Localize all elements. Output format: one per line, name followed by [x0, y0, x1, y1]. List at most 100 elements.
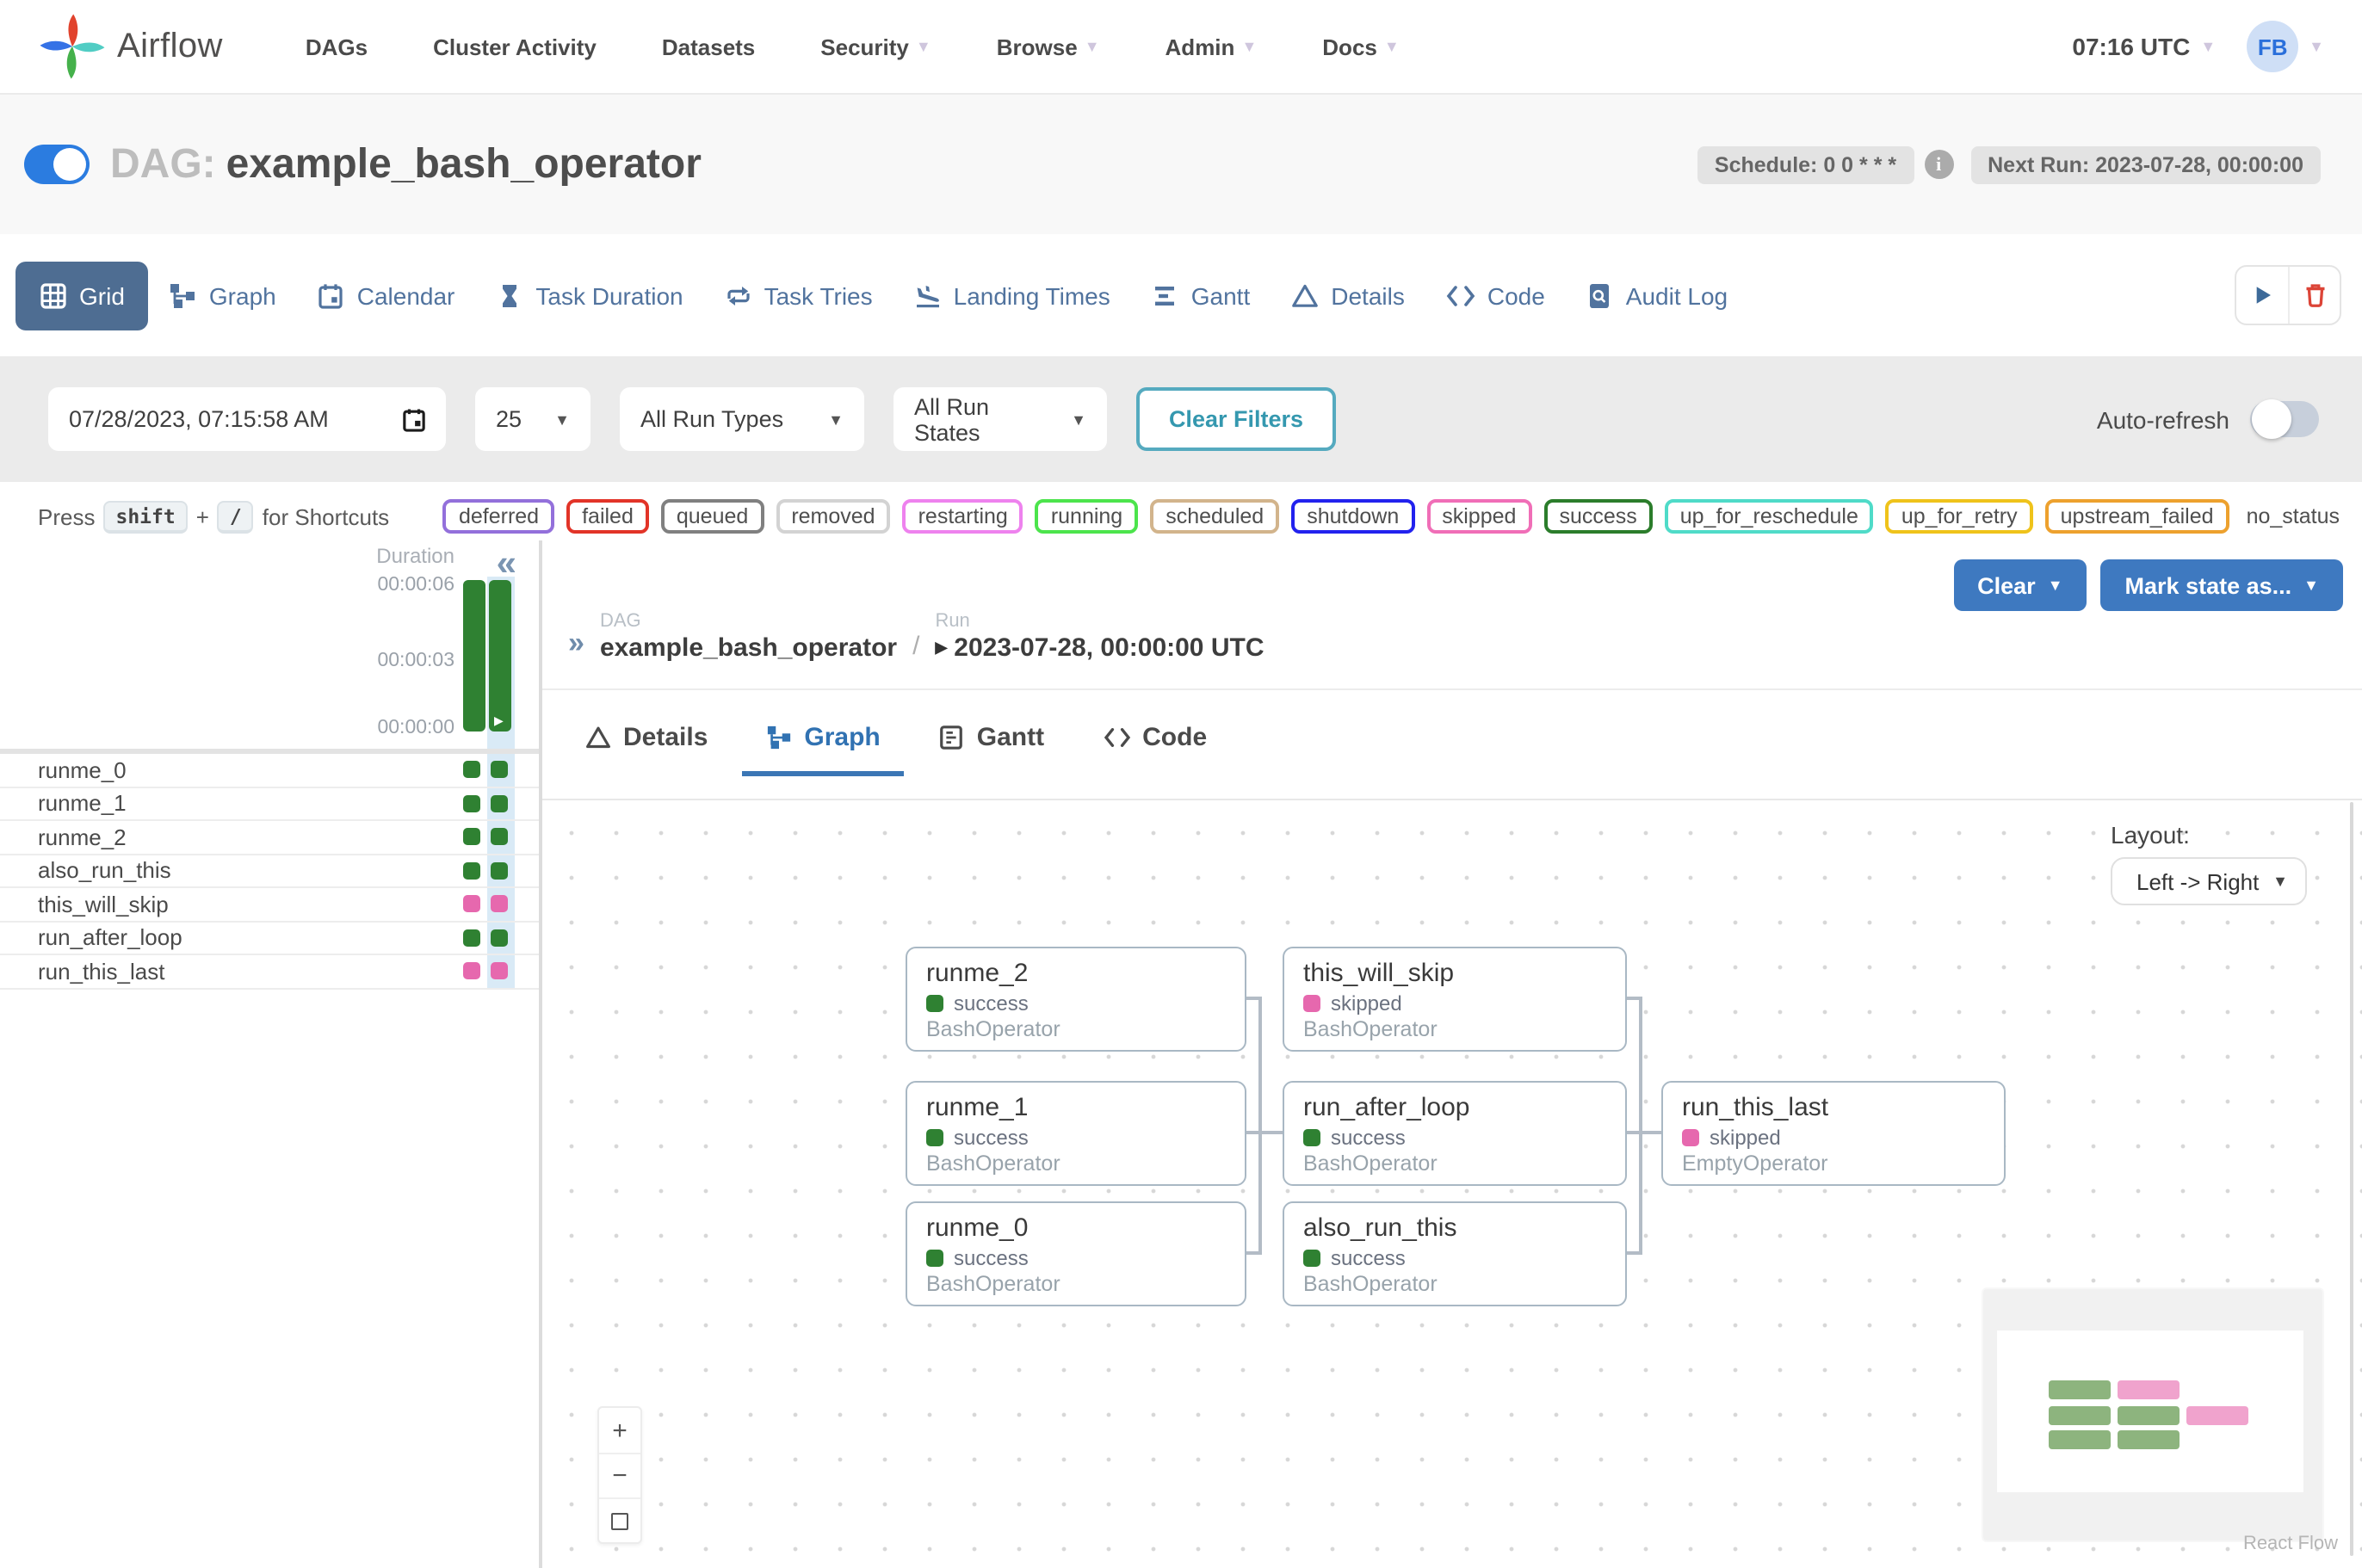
task-row-also_run_this[interactable]: also_run_this: [0, 855, 539, 888]
layout-select[interactable]: Left -> Right▼: [2111, 857, 2307, 905]
task-row-runme_0[interactable]: runme_0: [0, 754, 539, 787]
nav-item-browse[interactable]: Browse▼: [996, 34, 1100, 59]
react-flow-attribution[interactable]: React Flow: [2242, 1534, 2338, 1554]
task-instance-square[interactable]: [491, 761, 508, 778]
task-row-this_will_skip[interactable]: this_will_skip: [0, 888, 539, 922]
tab-task-tries[interactable]: Task Tries: [704, 264, 893, 326]
state-badge-scheduled[interactable]: scheduled: [1150, 499, 1280, 534]
clear-filters-button[interactable]: Clear Filters: [1136, 387, 1336, 451]
zoom-in-button[interactable]: +: [612, 1416, 628, 1445]
tab-gantt[interactable]: Gantt: [1131, 264, 1271, 326]
task-instance-square[interactable]: [491, 861, 508, 879]
nav-item-docs[interactable]: Docs▼: [1322, 34, 1400, 59]
task-instance-square[interactable]: [463, 761, 480, 778]
schedule-badge[interactable]: Schedule: 0 0 * * *: [1697, 145, 1914, 183]
nav-item-datasets[interactable]: Datasets: [661, 34, 756, 59]
breadcrumb-dag[interactable]: DAG example_bash_operator: [599, 611, 898, 663]
dag-name: example_bash_operator: [226, 140, 702, 187]
base-date-input[interactable]: 07/28/2023, 07:15:58 AM: [48, 387, 446, 451]
page-title: DAG:example_bash_operator: [110, 140, 702, 188]
state-badge-failed[interactable]: failed: [566, 499, 649, 534]
tab-calendar[interactable]: Calendar: [297, 264, 476, 326]
clear-run-button[interactable]: Clear▼: [1953, 559, 2087, 611]
task-instance-square[interactable]: [463, 929, 480, 946]
task-instance-square[interactable]: [463, 895, 480, 912]
auto-refresh-toggle[interactable]: [2250, 399, 2319, 439]
task-row-runme_2[interactable]: runme_2: [0, 821, 539, 855]
graph-node-run_after_loop[interactable]: run_after_loop success BashOperator: [1283, 1081, 1627, 1186]
graph-node-runme_1[interactable]: runme_1 success BashOperator: [906, 1081, 1246, 1186]
tab-task-duration[interactable]: Task Duration: [475, 264, 703, 326]
task-instance-square[interactable]: [491, 828, 508, 845]
state-badge-success[interactable]: success: [1543, 499, 1653, 534]
graph-node-this_will_skip[interactable]: this_will_skip skipped BashOperator: [1283, 947, 1627, 1052]
task-row-run_after_loop[interactable]: run_after_loop: [0, 922, 539, 955]
detail-tab-graph[interactable]: Graph: [742, 723, 906, 776]
fit-view-button[interactable]: [599, 1497, 640, 1542]
state-badge-running[interactable]: running: [1035, 499, 1139, 534]
state-badge-deferred[interactable]: deferred: [442, 499, 555, 534]
state-badge-upstream-failed[interactable]: upstream_failed: [2044, 499, 2229, 534]
task-row-runme_1[interactable]: runme_1: [0, 787, 539, 821]
run-detail-panel: » DAG example_bash_operator / Run ▶2023-…: [542, 540, 2362, 1568]
task-instance-square[interactable]: [463, 828, 480, 845]
tab-grid[interactable]: Grid: [15, 261, 149, 330]
run-duration-bar-selected[interactable]: ▶: [489, 580, 511, 732]
info-icon[interactable]: i: [1924, 150, 1954, 179]
graph-minimap[interactable]: [1983, 1289, 2322, 1540]
graph-node-run_this_last[interactable]: run_this_last skipped EmptyOperator: [1661, 1081, 2006, 1186]
run-types-select[interactable]: All Run Types▼: [620, 387, 864, 451]
run-duration-bar[interactable]: [463, 580, 485, 732]
state-badge-shutdown[interactable]: shutdown: [1291, 499, 1415, 534]
graph-node-also_run_this[interactable]: also_run_this success BashOperator: [1283, 1201, 1627, 1306]
collapse-panel-icon[interactable]: «: [496, 544, 516, 583]
tab-audit-log[interactable]: Audit Log: [1566, 264, 1748, 326]
page-size-select[interactable]: 25▼: [475, 387, 590, 451]
minimap-node: [2049, 1380, 2111, 1399]
zoom-out-button[interactable]: −: [599, 1453, 640, 1497]
dag-pause-toggle[interactable]: [24, 145, 90, 184]
delete-dag-button[interactable]: [2288, 267, 2340, 324]
clock-dropdown[interactable]: 07:16 UTC▼: [2072, 33, 2217, 60]
detail-tab-gantt[interactable]: Gantt: [939, 723, 1044, 776]
state-badge-up-for-reschedule[interactable]: up_for_reschedule: [1664, 499, 1874, 534]
state-badge-queued[interactable]: queued: [660, 499, 764, 534]
trigger-dag-button[interactable]: [2236, 267, 2288, 324]
graph-canvas[interactable]: runme_2 success BashOperator this_will_s…: [542, 799, 2362, 1559]
task-row-run_this_last[interactable]: run_this_last: [0, 955, 539, 989]
duration-tick: 00:00:06: [377, 575, 454, 596]
state-badge-up-for-retry[interactable]: up_for_retry: [1885, 499, 2033, 534]
tab-details[interactable]: Details: [1271, 264, 1425, 326]
airflow-logo[interactable]: Airflow: [38, 12, 223, 81]
nav-item-cluster-activity[interactable]: Cluster Activity: [433, 34, 597, 59]
mark-state-button[interactable]: Mark state as...▼: [2100, 559, 2343, 611]
task-instance-square[interactable]: [463, 794, 480, 812]
state-badge-removed[interactable]: removed: [776, 499, 891, 534]
nav-item-dags[interactable]: DAGs: [305, 34, 368, 59]
panel-resize-handle[interactable]: [539, 540, 542, 1568]
minimap-node: [2049, 1406, 2111, 1425]
nav-item-security[interactable]: Security▼: [820, 34, 931, 59]
task-instance-square[interactable]: [491, 929, 508, 946]
run-states-select[interactable]: All Run States▼: [893, 387, 1107, 451]
tab-landing-times[interactable]: Landing Times: [893, 264, 1131, 326]
task-instance-square[interactable]: [491, 895, 508, 912]
graph-node-runme_0[interactable]: runme_0 success BashOperator: [906, 1201, 1246, 1306]
nav-item-admin[interactable]: Admin▼: [1165, 34, 1258, 59]
graph-node-runme_2[interactable]: runme_2 success BashOperator: [906, 947, 1246, 1052]
avatar[interactable]: FB: [2247, 21, 2299, 72]
tab-graph[interactable]: Graph: [149, 264, 297, 326]
scrollbar[interactable]: [2350, 802, 2353, 1556]
expand-panel-icon[interactable]: »: [568, 627, 584, 659]
detail-tab-code[interactable]: Code: [1103, 723, 1207, 776]
user-menu[interactable]: FB ▼: [2247, 21, 2324, 72]
tab-code[interactable]: Code: [1425, 264, 1566, 326]
task-instance-square[interactable]: [463, 861, 480, 879]
state-badge-restarting[interactable]: restarting: [902, 499, 1023, 534]
task-instance-square[interactable]: [491, 962, 508, 979]
task-instance-square[interactable]: [491, 794, 508, 812]
task-instance-square[interactable]: [463, 962, 480, 979]
state-badge-skipped[interactable]: skipped: [1426, 499, 1532, 534]
detail-tab-details[interactable]: Details: [585, 723, 708, 776]
breadcrumb-run[interactable]: Run ▶2023-07-28, 00:00:00 UTC: [935, 611, 1264, 663]
